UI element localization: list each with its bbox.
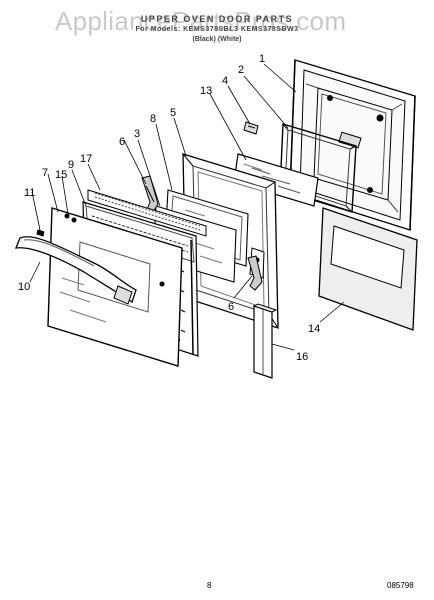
diagram-code: 085798 [387, 581, 414, 590]
diagram-title: UPPER OVEN DOOR PARTS [140, 14, 294, 24]
callout-15: 15 [55, 169, 67, 181]
callout-3: 3 [134, 128, 140, 140]
callout-14: 14 [308, 323, 320, 335]
page-number: 8 [207, 581, 212, 590]
callout-5: 5 [170, 107, 176, 119]
callout-13: 13 [200, 85, 212, 97]
callout-4: 4 [222, 75, 228, 87]
leader-lines [29, 63, 345, 351]
watermark: AppliancePartsPros.com [55, 6, 347, 36]
callout-6-lower: 6 [228, 301, 234, 313]
callout-2: 2 [238, 64, 244, 76]
callout-17: 17 [80, 153, 92, 165]
callout-8: 8 [150, 113, 156, 125]
model-numbers: For Models: KEMS378SBL3 KEMS378SBW3 [135, 26, 299, 33]
callout-6-upper: 6 [119, 136, 125, 148]
part-10-door-handle [14, 236, 137, 305]
part-17-vent-strip [87, 189, 207, 237]
part-6-hinge-lower [247, 255, 263, 291]
part-14-insulation [318, 207, 418, 331]
callout-labels: 1 2 3 4 5 6 6 7 8 9 10 11 13 14 15 16 17 [18, 53, 320, 363]
color-variants: (Black) (White) [192, 36, 242, 43]
part-11-screw [36, 229, 45, 237]
part-4-clip [243, 121, 259, 135]
callout-9: 9 [68, 159, 74, 171]
part-16-trim-post [252, 303, 278, 379]
callout-10: 10 [18, 281, 30, 293]
callout-7: 7 [42, 167, 48, 179]
callout-11: 11 [24, 187, 35, 199]
callout-16: 16 [296, 351, 308, 363]
callout-1: 1 [259, 53, 265, 65]
part-15-screw [64, 213, 70, 219]
